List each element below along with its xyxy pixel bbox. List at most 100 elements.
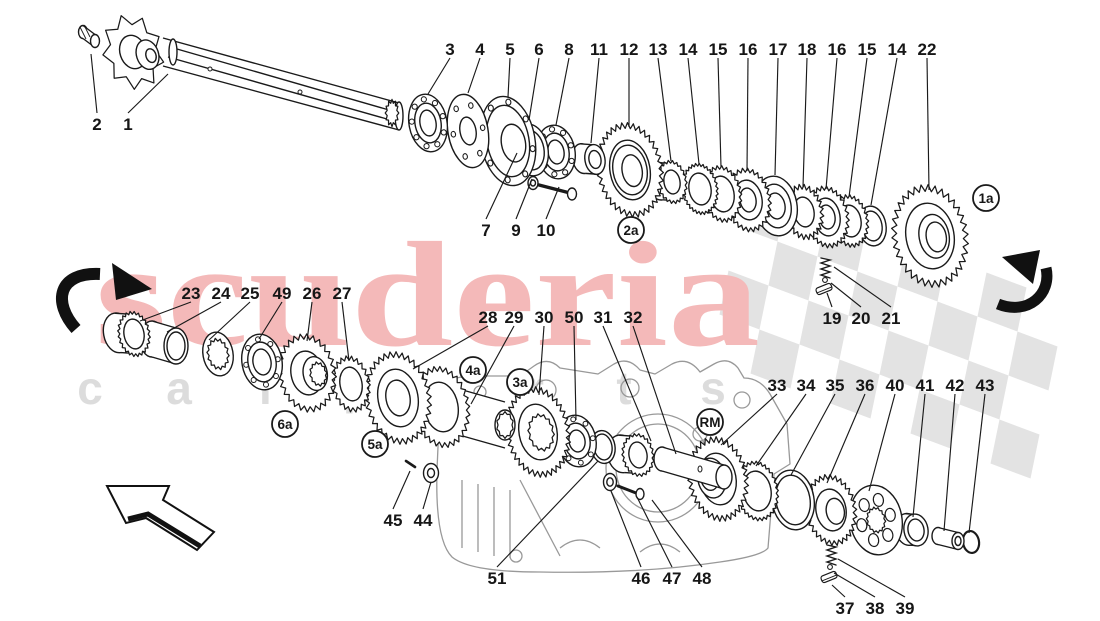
circle-outline xyxy=(361,430,389,458)
leader-line xyxy=(127,73,169,114)
leader-line xyxy=(870,57,898,206)
part xyxy=(595,122,665,218)
leader-line xyxy=(610,490,642,568)
bearing-ball xyxy=(420,96,427,103)
rotation-arrow-right-icon xyxy=(995,250,1053,313)
part-number-label: 23 xyxy=(182,284,201,303)
part-ring xyxy=(635,487,645,501)
part-ring xyxy=(145,48,157,64)
leader-line xyxy=(848,57,868,198)
leader-line xyxy=(833,266,892,308)
part xyxy=(102,310,151,358)
part-number-label: 51 xyxy=(488,569,507,588)
housing-outline xyxy=(436,360,791,573)
part xyxy=(162,37,404,131)
part-number-label: 17 xyxy=(769,40,788,59)
bolt-shank xyxy=(616,484,638,495)
part-number-label: 5 xyxy=(505,40,514,59)
part xyxy=(504,386,572,478)
bearing-ball xyxy=(262,381,269,388)
leader-line xyxy=(545,186,560,220)
part-ring xyxy=(487,159,494,167)
leader-line xyxy=(717,57,722,168)
part xyxy=(363,351,433,445)
leader-line xyxy=(496,460,599,568)
part xyxy=(804,473,858,547)
part xyxy=(820,544,839,584)
part xyxy=(446,93,490,169)
watermark-letter: a xyxy=(166,362,192,414)
part-number-label: 47 xyxy=(663,569,682,588)
leader-line xyxy=(412,325,489,370)
part xyxy=(479,95,537,187)
part-number-label: 41 xyxy=(916,376,935,395)
bearing-ball xyxy=(413,134,420,141)
bearing-ball xyxy=(582,420,589,427)
leader-line xyxy=(538,325,545,396)
part-ring xyxy=(882,527,894,542)
pawl xyxy=(815,282,833,296)
leader-line xyxy=(555,57,570,126)
part-number-label: 2 xyxy=(92,115,101,134)
part-ring xyxy=(621,154,644,188)
part-number-label: 16 xyxy=(828,40,847,59)
part-number-label: 24 xyxy=(212,284,231,303)
cylinder-edge xyxy=(661,446,725,490)
part xyxy=(407,93,449,153)
part-number-label: 8 xyxy=(564,40,573,59)
part-number-label: 42 xyxy=(946,376,965,395)
part-ring xyxy=(500,123,527,163)
pawl xyxy=(820,570,838,584)
flag-diamond xyxy=(879,330,929,390)
bearing-ball xyxy=(568,157,575,165)
part-ring xyxy=(252,348,272,376)
part-ring xyxy=(477,149,483,157)
circled-label-text: 1a xyxy=(978,191,994,206)
part-number-label: 15 xyxy=(709,40,728,59)
part-ring xyxy=(89,33,101,49)
bearing-ball xyxy=(423,143,430,150)
part-number-label: 40 xyxy=(886,376,905,395)
shaft-assemblies xyxy=(77,15,981,584)
part-ring xyxy=(462,153,468,160)
part-number-label: 45 xyxy=(384,511,403,530)
arrows xyxy=(56,250,1053,552)
part-ring xyxy=(925,221,948,253)
part-number-label: 1 xyxy=(123,115,132,134)
circle-outline xyxy=(696,408,724,436)
part-number-label: 39 xyxy=(896,599,915,618)
part xyxy=(331,355,371,413)
leader-line xyxy=(166,301,222,333)
leader-line xyxy=(602,325,652,442)
leader-line xyxy=(926,57,930,191)
part-ring xyxy=(468,102,474,109)
pawl-line xyxy=(816,286,832,294)
circled-label-3a: 3a xyxy=(506,368,534,396)
bearing-ball xyxy=(577,459,584,466)
spring xyxy=(818,257,833,279)
part-ring xyxy=(529,145,536,153)
detent-ball xyxy=(827,564,833,570)
circled-label-text: 3a xyxy=(512,375,528,390)
bearing-ball xyxy=(589,435,596,442)
circled-label-2a: 2a xyxy=(617,216,645,244)
circled-label-6a: 6a xyxy=(271,410,299,438)
pawl-body xyxy=(820,570,838,584)
part-number-label: 14 xyxy=(888,40,907,59)
circled-label-4a: 4a xyxy=(459,356,487,384)
part-number-label: 38 xyxy=(866,599,885,618)
part-ring xyxy=(522,170,529,178)
watermark-letter: t xyxy=(616,362,631,414)
flag-diamond xyxy=(910,389,960,449)
housing-hole xyxy=(733,391,751,409)
part-ring xyxy=(606,477,614,487)
part-ring xyxy=(663,169,681,195)
circled-label-1a: 1a xyxy=(972,184,1000,212)
shaft-hole xyxy=(207,66,213,72)
part-number-label: 14 xyxy=(679,40,698,59)
part-number-label: 43 xyxy=(976,376,995,395)
leader-line xyxy=(912,393,926,518)
part-number-label: 12 xyxy=(620,40,639,59)
gear-teeth xyxy=(527,413,555,452)
